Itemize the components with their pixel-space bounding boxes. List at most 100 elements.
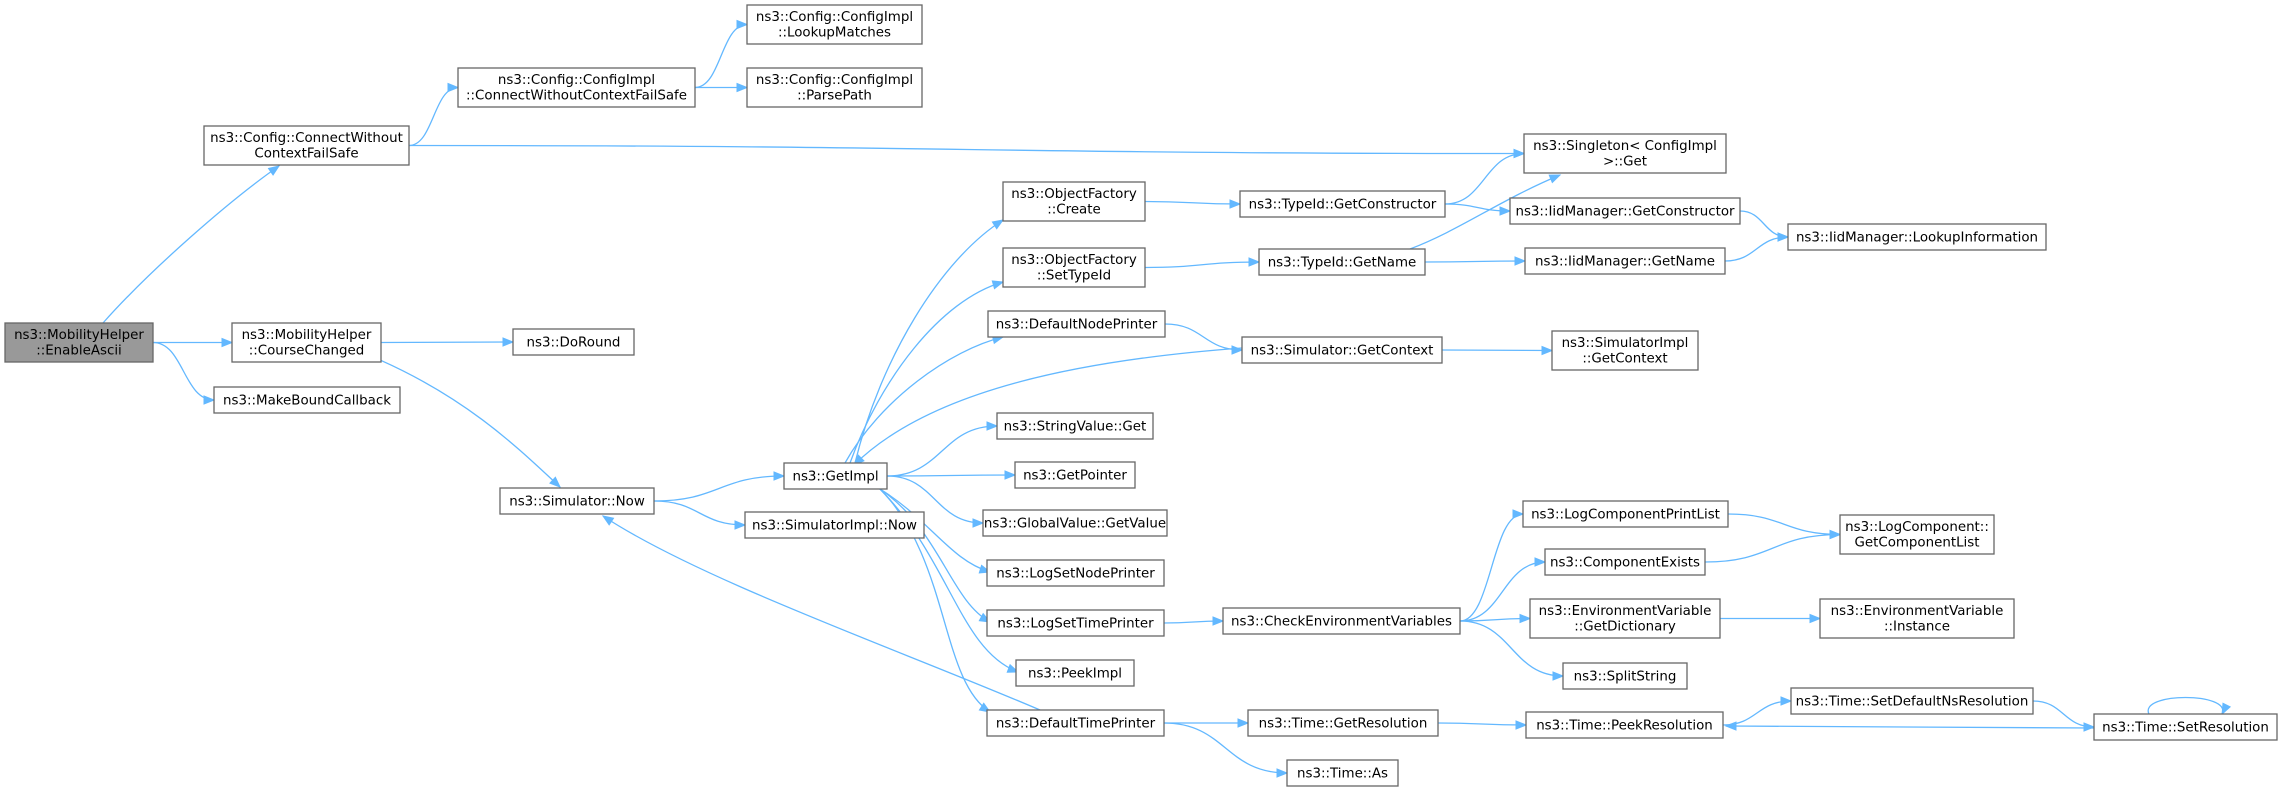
arrowhead-icon xyxy=(986,421,999,431)
arrowhead-icon xyxy=(1514,256,1527,266)
node-enableascii[interactable]: ns3::MobilityHelper::EnableAscii xyxy=(4,322,154,363)
node-time-setres[interactable]: ns3::Time::SetResolution xyxy=(2093,713,2278,741)
edge-line xyxy=(694,23,748,89)
arrowhead-icon xyxy=(1519,613,1532,624)
node-label: ::Instance xyxy=(1884,620,1950,635)
node-doround[interactable]: ns3::DoRound xyxy=(512,328,635,356)
node-label: ns3::Time::SetResolution xyxy=(2102,720,2269,735)
node-label: ns3::Time::SetDefaultNsResolution xyxy=(1796,694,2029,709)
edge-line xyxy=(408,86,459,147)
node-stringvalue-get[interactable]: ns3::StringValue::Get xyxy=(996,412,1154,440)
edge-envvar-getdict-to-envvar-instance xyxy=(1720,613,1822,624)
node-coursechanged[interactable]: ns3::MobilityHelper::CourseChanged xyxy=(231,322,382,363)
node-defaultnodeprinter[interactable]: ns3::DefaultNodePrinter xyxy=(987,310,1166,338)
node-box xyxy=(1551,330,1699,371)
node-objfactory-settypeid[interactable]: ns3::ObjectFactory::SetTypeId xyxy=(1002,247,1146,288)
node-globalvalue-getvalue[interactable]: ns3::GlobalValue::GetValue xyxy=(982,509,1168,537)
node-box xyxy=(1002,181,1146,222)
node-label: ns3::SimulatorImpl::Now xyxy=(752,518,917,533)
node-logsetnodeprinter[interactable]: ns3::LogSetNodePrinter xyxy=(986,559,1165,587)
arrowhead-icon xyxy=(1004,470,1017,480)
node-box xyxy=(1014,461,1136,489)
edge-getimpl-to-getpointer xyxy=(886,470,1017,480)
node-logcomp-getlist[interactable]: ns3::LogComponent::GetComponentList xyxy=(1839,514,1995,555)
node-label: ns3::Time::GetResolution xyxy=(1259,716,1428,731)
node-typeid-getname[interactable]: ns3::TypeId::GetName xyxy=(1258,248,1426,276)
node-box xyxy=(1562,662,1688,690)
node-getpointer[interactable]: ns3::GetPointer xyxy=(1014,461,1136,489)
edge-iid-getname-to-iid-lookupinfo xyxy=(1724,232,1790,262)
node-label: ns3::TypeId::GetConstructor xyxy=(1249,197,1437,212)
node-label: ns3::Simulator::Now xyxy=(509,494,645,509)
node-impl-connect[interactable]: ns3::Config::ConfigImpl::ConnectWithoutC… xyxy=(457,67,696,108)
node-logcompprintlist[interactable]: ns3::LogComponentPrintList xyxy=(1522,500,1729,528)
node-objfactory-create[interactable]: ns3::ObjectFactory::Create xyxy=(1002,181,1146,222)
arrowhead-icon xyxy=(734,520,747,530)
edge-line xyxy=(602,515,1041,711)
edge-line xyxy=(653,500,746,526)
edge-impl-connect-to-impl-lookup xyxy=(694,19,749,89)
node-splitstring[interactable]: ns3::SplitString xyxy=(1562,662,1688,690)
edge-enableascii-to-connectwithout xyxy=(102,165,281,324)
node-typeid-getconstructor[interactable]: ns3::TypeId::GetConstructor xyxy=(1239,190,1446,218)
edge-getimpl-to-logsetnodeprinter xyxy=(879,488,992,574)
arrowhead-icon xyxy=(1513,148,1526,159)
node-simimplnow[interactable]: ns3::SimulatorImpl::Now xyxy=(744,511,925,539)
node-time-getresolution[interactable]: ns3::Time::GetResolution xyxy=(1247,709,1439,737)
node-label: ns3::IidManager::GetName xyxy=(1535,254,1715,269)
arrowhead-icon xyxy=(1276,768,1289,778)
node-box xyxy=(1529,598,1721,639)
node-impl-parse[interactable]: ns3::Config::ConfigImpl::ParsePath xyxy=(746,67,923,108)
node-getimpl[interactable]: ns3::GetImpl xyxy=(783,462,888,490)
node-simimpl-getcontext[interactable]: ns3::SimulatorImpl::GetContext xyxy=(1551,330,1699,371)
node-iid-lookupinfo[interactable]: ns3::IidManager::LookupInformation xyxy=(1787,223,2047,251)
node-label: ns3::GlobalValue::GetValue xyxy=(984,516,1166,531)
node-makeboundcb[interactable]: ns3::MakeBoundCallback xyxy=(213,386,401,414)
edge-line xyxy=(886,474,1016,477)
node-componentexists[interactable]: ns3::ComponentExists xyxy=(1544,548,1706,576)
node-box xyxy=(746,67,923,108)
edge-checkenv-to-envvar-getdict xyxy=(1459,613,1532,624)
arrowhead-icon xyxy=(1229,199,1242,209)
edge-line xyxy=(1444,152,1525,205)
node-label: ns3::SimulatorImpl xyxy=(1562,336,1689,351)
node-label: ns3::Config::ConfigImpl xyxy=(756,73,913,88)
node-time-setdefaultns[interactable]: ns3::Time::SetDefaultNsResolution xyxy=(1790,687,2034,715)
arrowhead-icon xyxy=(267,165,281,176)
arrowhead-icon xyxy=(1534,557,1547,567)
node-label: >::Get xyxy=(1603,155,1647,170)
node-label: ::ParsePath xyxy=(797,89,872,104)
node-checkenv[interactable]: ns3::CheckEnvironmentVariables xyxy=(1222,607,1461,635)
arrowhead-icon xyxy=(1724,721,1737,731)
node-sim-getcontext[interactable]: ns3::Simulator::GetContext xyxy=(1241,336,1443,364)
node-simnow[interactable]: ns3::Simulator::Now xyxy=(499,487,655,515)
node-iid-getconstructor[interactable]: ns3::IidManager::GetConstructor xyxy=(1509,197,1741,225)
arrowhead-icon xyxy=(1515,720,1528,730)
edge-typeid-getname-to-singleton xyxy=(1409,174,1562,250)
edge-line xyxy=(1424,260,1526,263)
edge-line xyxy=(886,475,984,524)
node-logsettimeprinter[interactable]: ns3::LogSetTimePrinter xyxy=(986,609,1165,637)
edge-line xyxy=(1409,174,1561,250)
node-envvar-instance[interactable]: ns3::EnvironmentVariable::Instance xyxy=(1819,598,2015,639)
node-iid-getname[interactable]: ns3::IidManager::GetName xyxy=(1524,247,1726,275)
node-time-peekres[interactable]: ns3::Time::PeekResolution xyxy=(1525,711,1724,739)
node-box xyxy=(744,511,925,539)
edge-line xyxy=(152,341,215,401)
edge-line xyxy=(379,359,561,488)
edge-line xyxy=(1704,533,1841,563)
arrowhead-icon xyxy=(549,476,561,488)
node-envvar-getdict[interactable]: ns3::EnvironmentVariable::GetDictionary xyxy=(1529,598,1721,639)
node-time-as[interactable]: ns3::Time::As xyxy=(1286,759,1399,787)
node-box xyxy=(4,322,154,363)
edge-getimpl-to-stringvalue-get xyxy=(886,421,999,477)
node-defaulttimeprinter[interactable]: ns3::DefaultTimePrinter xyxy=(986,709,1165,737)
node-impl-lookup[interactable]: ns3::Config::ConfigImpl::LookupMatches xyxy=(746,4,923,45)
node-label: ns3::Time::PeekResolution xyxy=(1536,718,1713,733)
edge-simnow-to-simimplnow xyxy=(653,500,747,530)
node-connectwithout[interactable]: ns3::Config::ConnectWithoutContextFailSa… xyxy=(203,125,410,166)
node-peekimpl[interactable]: ns3::PeekImpl xyxy=(1015,659,1135,687)
node-singleton[interactable]: ns3::Singleton< ConfigImpl >::Get xyxy=(1523,133,1727,174)
node-box xyxy=(1819,598,2015,639)
node-box xyxy=(203,125,410,166)
